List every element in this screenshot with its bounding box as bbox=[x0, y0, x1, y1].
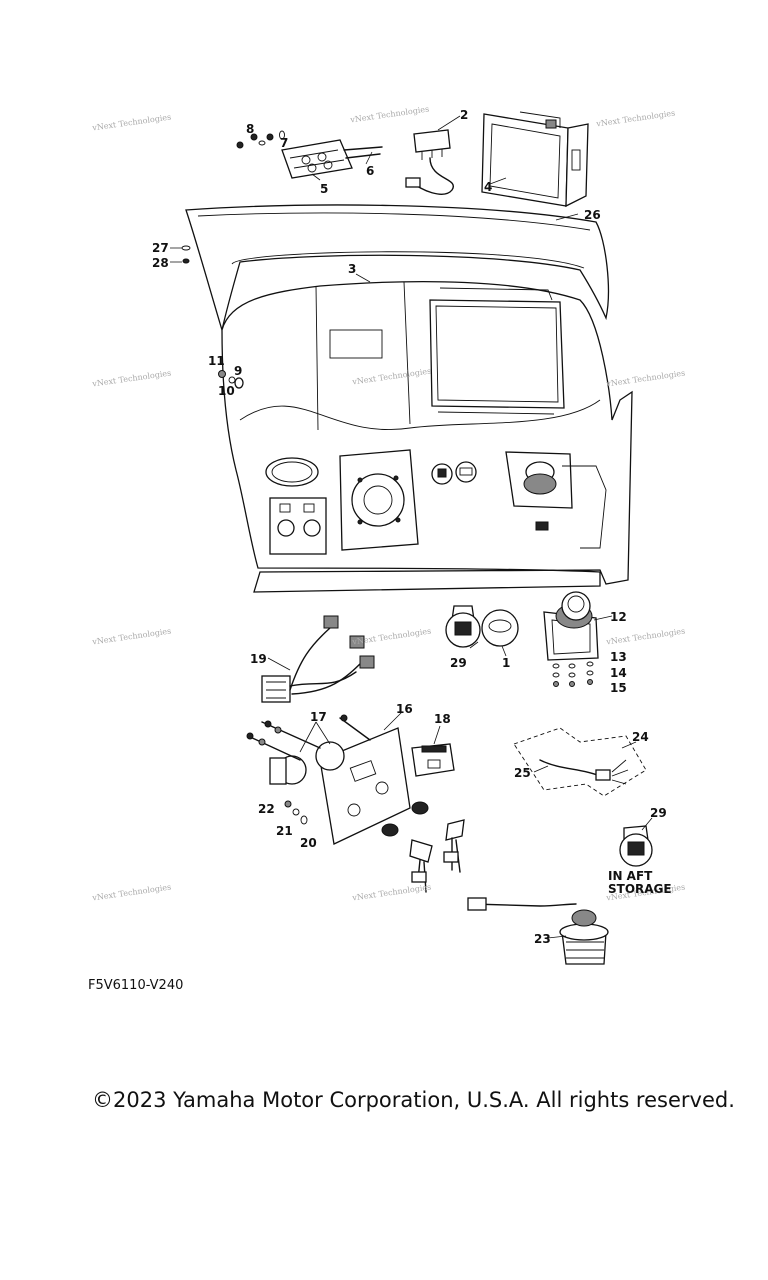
part-number: 5 bbox=[320, 182, 329, 196]
part-number: 4 bbox=[484, 180, 493, 194]
part-number: 17 bbox=[310, 710, 327, 724]
sensor-part-23 bbox=[467, 897, 609, 965]
leader-lines bbox=[170, 115, 653, 939]
part-number: 12 bbox=[610, 610, 627, 624]
outlet-part-29-aft bbox=[619, 825, 653, 867]
sensor-kit-part-24 bbox=[513, 727, 647, 797]
part-number: 22 bbox=[258, 802, 275, 816]
part-number: 19 bbox=[250, 652, 267, 666]
part-number: 29 bbox=[650, 806, 667, 820]
part-number: 8 bbox=[246, 122, 255, 136]
part-number: 16 bbox=[396, 702, 413, 716]
module-part-2 bbox=[405, 129, 455, 195]
storage-note: IN AFT STORAGE bbox=[608, 870, 672, 896]
part-number: 9 bbox=[234, 364, 243, 378]
part-number: 27 bbox=[152, 241, 169, 255]
fasteners bbox=[181, 245, 244, 389]
part-number: 15 bbox=[610, 681, 627, 695]
part-number: 18 bbox=[434, 712, 451, 726]
part-number: 20 bbox=[300, 836, 317, 850]
part-number: 26 bbox=[584, 208, 601, 222]
storage-note-line1: IN AFT bbox=[608, 869, 653, 883]
part-number: 25 bbox=[514, 766, 531, 780]
part-number: 6 bbox=[366, 164, 375, 178]
switch-part-18 bbox=[411, 743, 455, 777]
part-number: 11 bbox=[208, 354, 225, 368]
part-number: 23 bbox=[534, 932, 551, 946]
part-number: 24 bbox=[632, 730, 649, 744]
part-number: 7 bbox=[280, 136, 289, 150]
part-number: 2 bbox=[460, 108, 469, 122]
dashboard-exploded-view bbox=[170, 111, 653, 965]
part-number: 14 bbox=[610, 666, 627, 680]
part-number: 10 bbox=[218, 384, 235, 398]
key-switch-panel-part-16 bbox=[246, 714, 465, 893]
part-number: 1 bbox=[502, 656, 511, 670]
parts-diagram: vNext Technologies vNext Technologies vN… bbox=[92, 105, 686, 965]
outlet-part-29 bbox=[445, 605, 481, 648]
dashboard-console-part-3 bbox=[185, 204, 633, 593]
harness-part-19 bbox=[261, 615, 375, 703]
switch-panel-part-5 bbox=[236, 130, 383, 179]
storage-note-line2: STORAGE bbox=[608, 882, 672, 896]
part-number: 3 bbox=[348, 262, 357, 276]
outlet-part-1 bbox=[481, 609, 519, 647]
display-part-4 bbox=[481, 111, 589, 208]
part-number: 28 bbox=[152, 256, 169, 270]
copyright-notice: ©2023 Yamaha Motor Corporation, U.S.A. A… bbox=[92, 1088, 735, 1112]
part-number: 29 bbox=[450, 656, 467, 670]
lever-part-12 bbox=[543, 591, 599, 687]
part-number: 13 bbox=[610, 650, 627, 664]
drawing-code: F5V6110-V240 bbox=[88, 978, 184, 993]
part-number: 21 bbox=[276, 824, 293, 838]
